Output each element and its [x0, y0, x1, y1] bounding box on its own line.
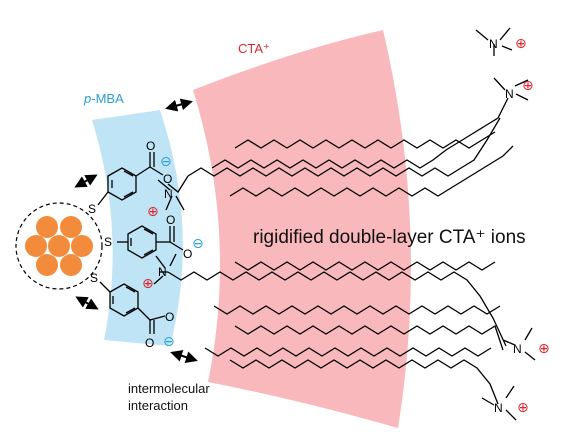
- ammonium-head-mid-bottom: [153, 253, 177, 285]
- pmba-prefix: p: [84, 91, 92, 106]
- chain-lower-2: [234, 261, 496, 271]
- negative-charge-mid: ⊖: [192, 236, 204, 252]
- nitrogen-label-br1: N: [513, 342, 522, 356]
- cta-chains: [160, 97, 514, 405]
- arrow-bottom-left: [75, 296, 99, 310]
- arrow-top-left: [74, 174, 98, 188]
- ammonium-head-tr2: [493, 77, 529, 101]
- pmba-title: p-MBA: [84, 92, 124, 105]
- cta-band: [193, 30, 411, 428]
- ammonium-head-tr1: [475, 27, 513, 56]
- chain-lower-3: [213, 305, 501, 315]
- arrow-bottom-gap: [170, 350, 198, 363]
- nitrogen-label-mid-bottom: N: [158, 265, 167, 279]
- positive-charge-br1: ⊕: [538, 341, 550, 357]
- positive-charge-mid-top: ⊕: [147, 204, 159, 220]
- ammonium-head-br1: [502, 327, 536, 361]
- ammonium-heads: [153, 27, 536, 421]
- interaction-label-line2: interaction: [128, 397, 188, 413]
- nitrogen-label-tr2: N: [505, 87, 514, 101]
- negative-charge-bottom: ⊖: [163, 334, 175, 350]
- positive-charge-tr2: ⊕: [522, 78, 534, 94]
- positive-charge-br2: ⊕: [517, 400, 529, 416]
- chain-upper-4: [229, 145, 514, 197]
- pmba-rest: -MBA: [91, 91, 124, 106]
- oxygen-label-mid: O: [166, 213, 175, 227]
- interaction-arrows: [74, 98, 198, 363]
- negative-charge-top: ⊖: [160, 154, 172, 170]
- nitrogen-label-mid-top: N: [164, 187, 173, 201]
- ammonium-head-mid-top: [157, 179, 185, 211]
- positive-charge-tr1: ⊕: [515, 36, 527, 52]
- gold-atoms: [25, 216, 93, 276]
- interaction-label: intermolecular interaction: [128, 381, 268, 415]
- oxygen-label-mid-2: O: [183, 247, 192, 261]
- chain-upper-1: [234, 131, 496, 149]
- sulfur-label-mid: S: [104, 235, 112, 249]
- nanoparticle-cluster: [15, 202, 103, 290]
- nitrogen-label-tr1: N: [489, 37, 498, 51]
- sulfur-label-bottom: S: [90, 271, 98, 285]
- chain-lower-5: [204, 347, 492, 357]
- chain-lower-6: [229, 359, 499, 405]
- interaction-label-line1: intermolecular: [128, 381, 210, 396]
- chain-lower-1: [167, 271, 507, 347]
- oxygen-label-bottom: O: [165, 310, 174, 324]
- arrow-top-gap: [165, 98, 193, 112]
- chain-upper-2: [211, 97, 509, 169]
- pmba-molecules: [97, 152, 184, 334]
- oxygen-label-top-2: O: [163, 172, 172, 186]
- nitrogen-label-br2: N: [494, 401, 503, 415]
- chain-lower-4: [234, 325, 504, 351]
- sulfur-label-top: S: [88, 202, 96, 216]
- oxygen-label-bottom-2: O: [145, 336, 154, 350]
- oxygen-label-top: O: [146, 139, 155, 153]
- ammonium-head-br2: [481, 385, 517, 421]
- cta-title: CTA⁺: [238, 41, 270, 56]
- main-label: rigidified double-layer CTA⁺ ions: [253, 227, 526, 248]
- positive-charge-mid-bottom: ⊕: [142, 276, 154, 292]
- chain-upper-3: [187, 117, 501, 177]
